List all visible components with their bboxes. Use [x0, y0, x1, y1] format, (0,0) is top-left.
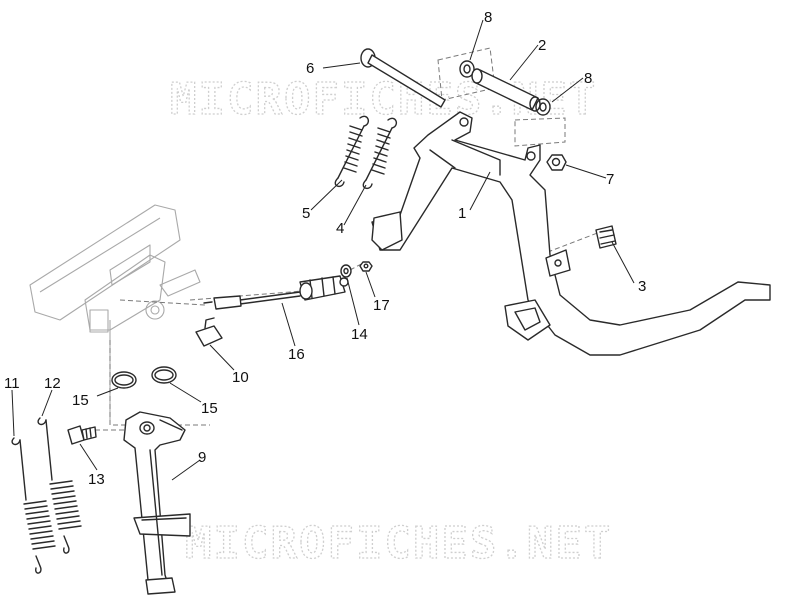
callout-labels: 6 8 2 8 7 1 3 5 4 17 14 16 10 15 15 11 1… — [4, 9, 646, 488]
callout-9: 9 — [198, 449, 206, 466]
part-4-spring — [362, 117, 398, 190]
callout-16: 16 — [288, 346, 305, 363]
part-13-bolt — [67, 425, 97, 445]
part-15-ring-left — [111, 371, 137, 389]
callout-15-right: 15 — [201, 400, 218, 417]
callout-1: 1 — [458, 205, 466, 222]
part-8-washer-bottom — [535, 98, 551, 116]
part-11-long-spring — [11, 437, 56, 574]
callout-3: 3 — [638, 278, 646, 295]
part-7-nut — [546, 154, 567, 171]
part-2-spacer-tube — [471, 68, 541, 112]
watermark-bottom: MICROFICHES.NET — [185, 518, 612, 569]
leader-lines — [11, 19, 635, 481]
part-16-stand-switch — [203, 275, 349, 310]
part-9-side-stand — [123, 411, 191, 595]
callout-11: 11 — [4, 375, 20, 392]
callout-15-left: 15 — [72, 392, 89, 409]
callout-8-top: 8 — [484, 9, 492, 26]
callout-5: 5 — [302, 205, 310, 222]
frame-section-ghost — [29, 204, 201, 420]
part-17-nut — [359, 261, 373, 272]
part-3-rubber-bumper — [595, 225, 617, 249]
part-5-spring — [334, 115, 370, 188]
callout-12: 12 — [44, 375, 61, 392]
callout-7: 7 — [606, 171, 614, 188]
callout-14: 14 — [351, 326, 368, 343]
callout-17: 17 — [373, 297, 390, 314]
callout-13: 13 — [88, 471, 105, 488]
part-8-washer-top — [459, 60, 475, 78]
callout-4: 4 — [336, 220, 344, 237]
part-12-long-spring — [37, 417, 82, 554]
callout-8-right: 8 — [584, 70, 592, 87]
callout-6: 6 — [306, 60, 314, 77]
callout-10: 10 — [232, 369, 249, 386]
part-1-center-stand — [371, 111, 771, 356]
part-6-pivot-pin — [360, 48, 446, 108]
part-10-clip — [195, 317, 223, 347]
callout-2: 2 — [538, 37, 546, 54]
part-15-ring-right — [151, 366, 177, 384]
part-14-washer — [340, 264, 352, 278]
